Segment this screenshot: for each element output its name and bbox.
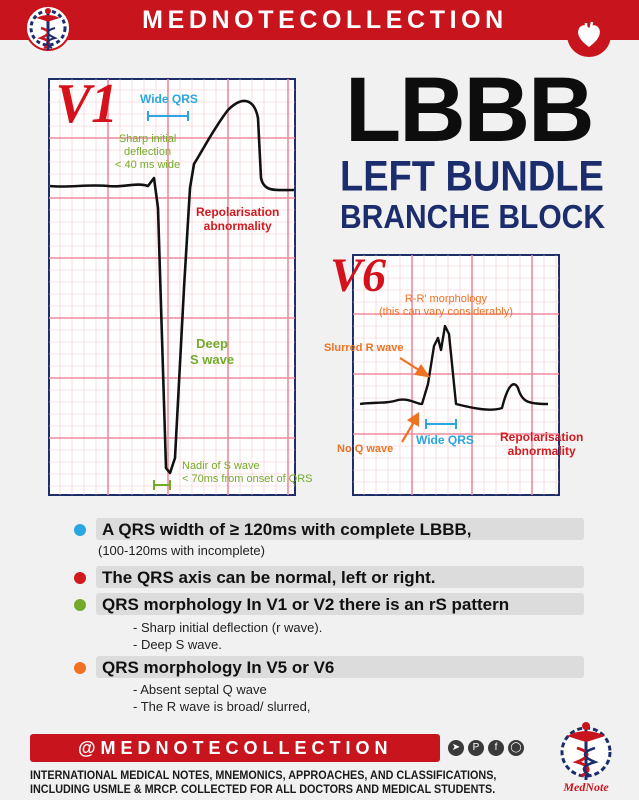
footer-description-line-2: INCLUDING USMLE & MRCP. COLLECTED FOR AL… <box>30 782 496 796</box>
v1-major-grid <box>49 79 295 495</box>
orange-bullet-dot <box>74 662 86 674</box>
v1-wide-qrs-label: Wide QRS <box>140 92 198 106</box>
v6-rr-morphology-line-2: (this can vary considerably) <box>379 306 513 318</box>
bullet-sub-text: (100-120ms with incomplete) <box>98 543 265 558</box>
v6-wide-qrs-label: Wide QRS <box>416 433 474 447</box>
v1-sharp-initial-line-1: Sharp initial <box>118 133 177 145</box>
mednote-logo-text: MedNote <box>563 780 609 794</box>
bullet-text: QRS morphology In V5 or V6 <box>102 658 335 677</box>
red-bullet-dot <box>74 572 86 584</box>
bullet-highlight <box>96 593 584 615</box>
brand-title: MEDNOTECOLLECTION <box>142 6 508 34</box>
handle-bar <box>30 734 440 762</box>
bullet-qrs-width: A QRS width of ≥ 120ms with complete LBB… <box>70 518 590 542</box>
bullet-sub-text: - Absent septal Q wave <box>133 682 267 697</box>
bullet-highlight <box>96 656 584 678</box>
main-title: LBBB <box>345 59 595 161</box>
social-handle[interactable]: @MEDNOTECOLLECTION <box>78 738 393 758</box>
v6-slurred-r-label: Slurred R wave <box>324 342 404 354</box>
v6-ecg-panel <box>352 254 560 496</box>
bullet-text: The QRS axis can be normal, left or righ… <box>102 568 436 587</box>
v1-deep-s-line-1: Deep <box>196 336 228 351</box>
bullet-text: A QRS width of ≥ 120ms with complete LBB… <box>102 520 472 539</box>
v1-sharp-initial-annotation: Sharp initial deflection < 40 ms wide <box>115 133 180 172</box>
bullet-highlight <box>96 518 584 540</box>
v1-wide-qrs-marker <box>147 111 189 121</box>
subtitle-line-2: BRANCHE BLOCK <box>340 198 605 236</box>
v6-repolarisation-line-1: Repolarisation <box>500 430 584 444</box>
v1-deep-s-annotation: Deep S wave <box>190 336 234 368</box>
bullet-highlight <box>96 566 584 588</box>
v6-wide-qrs-marker <box>425 419 457 429</box>
v6-repolarisation-line-2: abnormality <box>507 444 576 458</box>
v1-deep-s-line-2: S wave <box>190 352 235 367</box>
v1-nadir-annotation: Nadir of S wave < 70ms from onset of QRS <box>182 460 313 486</box>
subtitle-line-1: LEFT BUNDLE <box>340 153 604 201</box>
green-bullet-dot <box>74 599 86 611</box>
caduceus-logo-icon <box>25 5 71 51</box>
v1-ecg-trace <box>49 99 295 475</box>
bullet-sub-text: - Sharp initial deflection (r wave). <box>133 620 323 635</box>
heart-badge-icon <box>567 13 611 57</box>
v6-no-q-label: No Q wave <box>337 443 394 455</box>
v6-rr-morphology-annotation: R-R' morphology (this can vary considera… <box>379 293 513 319</box>
mednote-logo-icon <box>560 722 612 780</box>
bullet-v1-morphology: QRS morphology In V1 or V2 there is an r… <box>70 593 590 617</box>
bullet-sub-text: - Deep S wave. <box>133 637 222 652</box>
bullet-v6-morphology: QRS morphology In V5 or V6 <box>70 656 590 680</box>
lead-label-v6: V6 <box>330 249 387 302</box>
v6-ecg-trace <box>359 324 549 411</box>
v1-sharp-initial-line-2: deflection <box>124 146 172 158</box>
facebook-icon[interactable]: f <box>488 739 504 756</box>
v1-ecg-panel <box>48 78 296 496</box>
v1-sharp-initial-line-3: < 40 ms wide <box>115 159 181 171</box>
v1-nadir-line-1: Nadir of S wave <box>182 460 260 472</box>
bullet-sub-text: - The R wave is broad/ slurred, <box>133 699 311 714</box>
bullet-qrs-axis: The QRS axis can be normal, left or righ… <box>70 566 590 590</box>
blue-bullet-dot <box>74 524 86 536</box>
bullet-text: QRS morphology In V1 or V2 there is an r… <box>102 595 510 614</box>
v6-rr-morphology-line-1: R-R' morphology <box>404 293 488 305</box>
v6-repolarisation-annotation: Repolarisation abnormality <box>500 430 583 458</box>
v1-nadir-line-2: < 70ms from onset of QRS <box>182 473 313 485</box>
lead-label-v1: V1 <box>55 73 118 135</box>
pinterest-icon[interactable]: P <box>468 739 484 756</box>
instagram-icon[interactable]: ◯ <box>508 739 524 756</box>
v1-nadir-marker <box>153 480 171 490</box>
v1-minor-grid <box>49 79 295 495</box>
v6-major-grid <box>353 255 559 495</box>
v1-repolarisation-annotation: Repolarisation abnormality <box>196 205 279 233</box>
header-bar <box>0 0 639 40</box>
v6-slurred-r-arrow <box>399 357 431 378</box>
v1-repolarisation-line-2: abnormality <box>203 219 272 233</box>
footer-description-line-1: INTERNATIONAL MEDICAL NOTES, MNEMONICS, … <box>30 768 497 782</box>
v1-repolarisation-line-1: Repolarisation <box>196 205 280 219</box>
v6-no-q-arrow <box>401 411 420 443</box>
telegram-icon[interactable]: ➤ <box>448 739 464 756</box>
